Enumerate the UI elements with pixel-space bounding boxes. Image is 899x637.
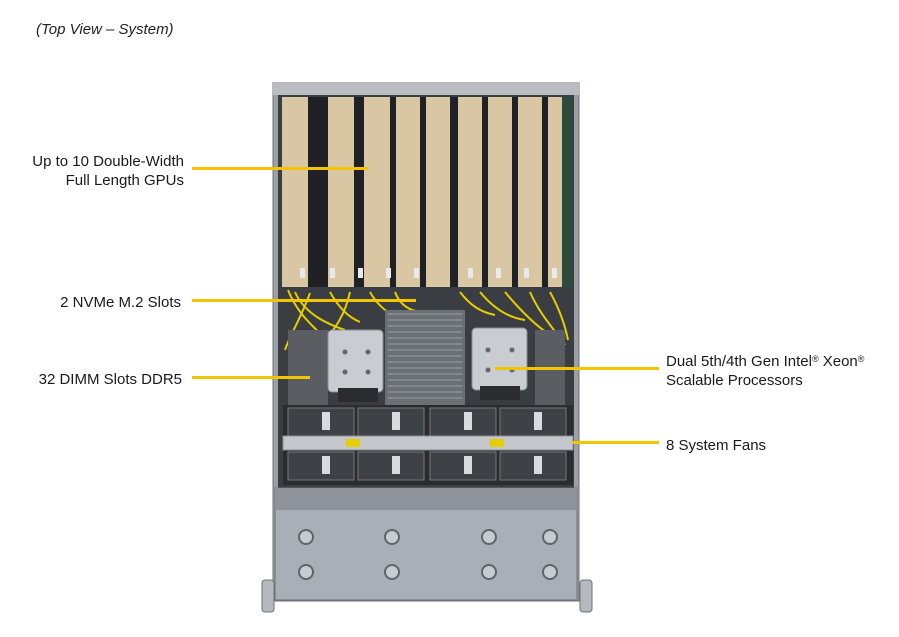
gpu-card-shadow: [420, 97, 426, 287]
front-screws: [298, 529, 558, 580]
gpu-card-shadow: [482, 97, 488, 287]
system-fans: [282, 405, 574, 485]
gpu-card: [328, 97, 354, 287]
riser-board: [562, 97, 572, 287]
nvme-callout-label: 2 NVMe M.2 Slots: [60, 294, 181, 311]
gpu-card: [282, 97, 308, 287]
gpu-card: [518, 97, 542, 287]
cpu-callout-line: [495, 367, 659, 370]
gpu-card-shadow: [450, 97, 458, 287]
dimm-callout-label: 32 DIMM Slots DDR5: [38, 371, 182, 388]
gpu-callout-label: Up to 10 Double-Width Full Length GPUs: [32, 153, 184, 189]
gpu-card: [426, 97, 450, 287]
gpu-card-shadow: [390, 97, 396, 287]
dimm-callout-line: [192, 376, 310, 379]
rack-ear-right: [579, 579, 593, 613]
view-caption: (Top View – System): [36, 21, 174, 38]
cpu-callout-label: Dual 5th/4th Gen Intel® Xeon® Scalable P…: [666, 353, 865, 389]
gpu-card: [488, 97, 512, 287]
gpu-card-shadow: [512, 97, 518, 287]
gpu-card: [396, 97, 420, 287]
cpu-heatsinks: [327, 327, 528, 402]
gpu-card-shadow: [354, 97, 364, 287]
gpu-card-shadow: [308, 97, 328, 287]
rack-ear-left: [261, 579, 275, 613]
chassis-rear-rim: [273, 83, 579, 95]
nvme-callout-line: [192, 299, 416, 302]
gpu-cards: [282, 97, 568, 287]
fans-callout-line: [572, 441, 659, 444]
gpu-callout-line: [192, 167, 368, 170]
fans-callout-label: 8 System Fans: [666, 437, 767, 454]
dimm-slots: [288, 310, 565, 405]
gpu-card: [458, 97, 482, 287]
gpu-card-shadow: [542, 97, 548, 287]
gpu-card: [364, 97, 390, 287]
